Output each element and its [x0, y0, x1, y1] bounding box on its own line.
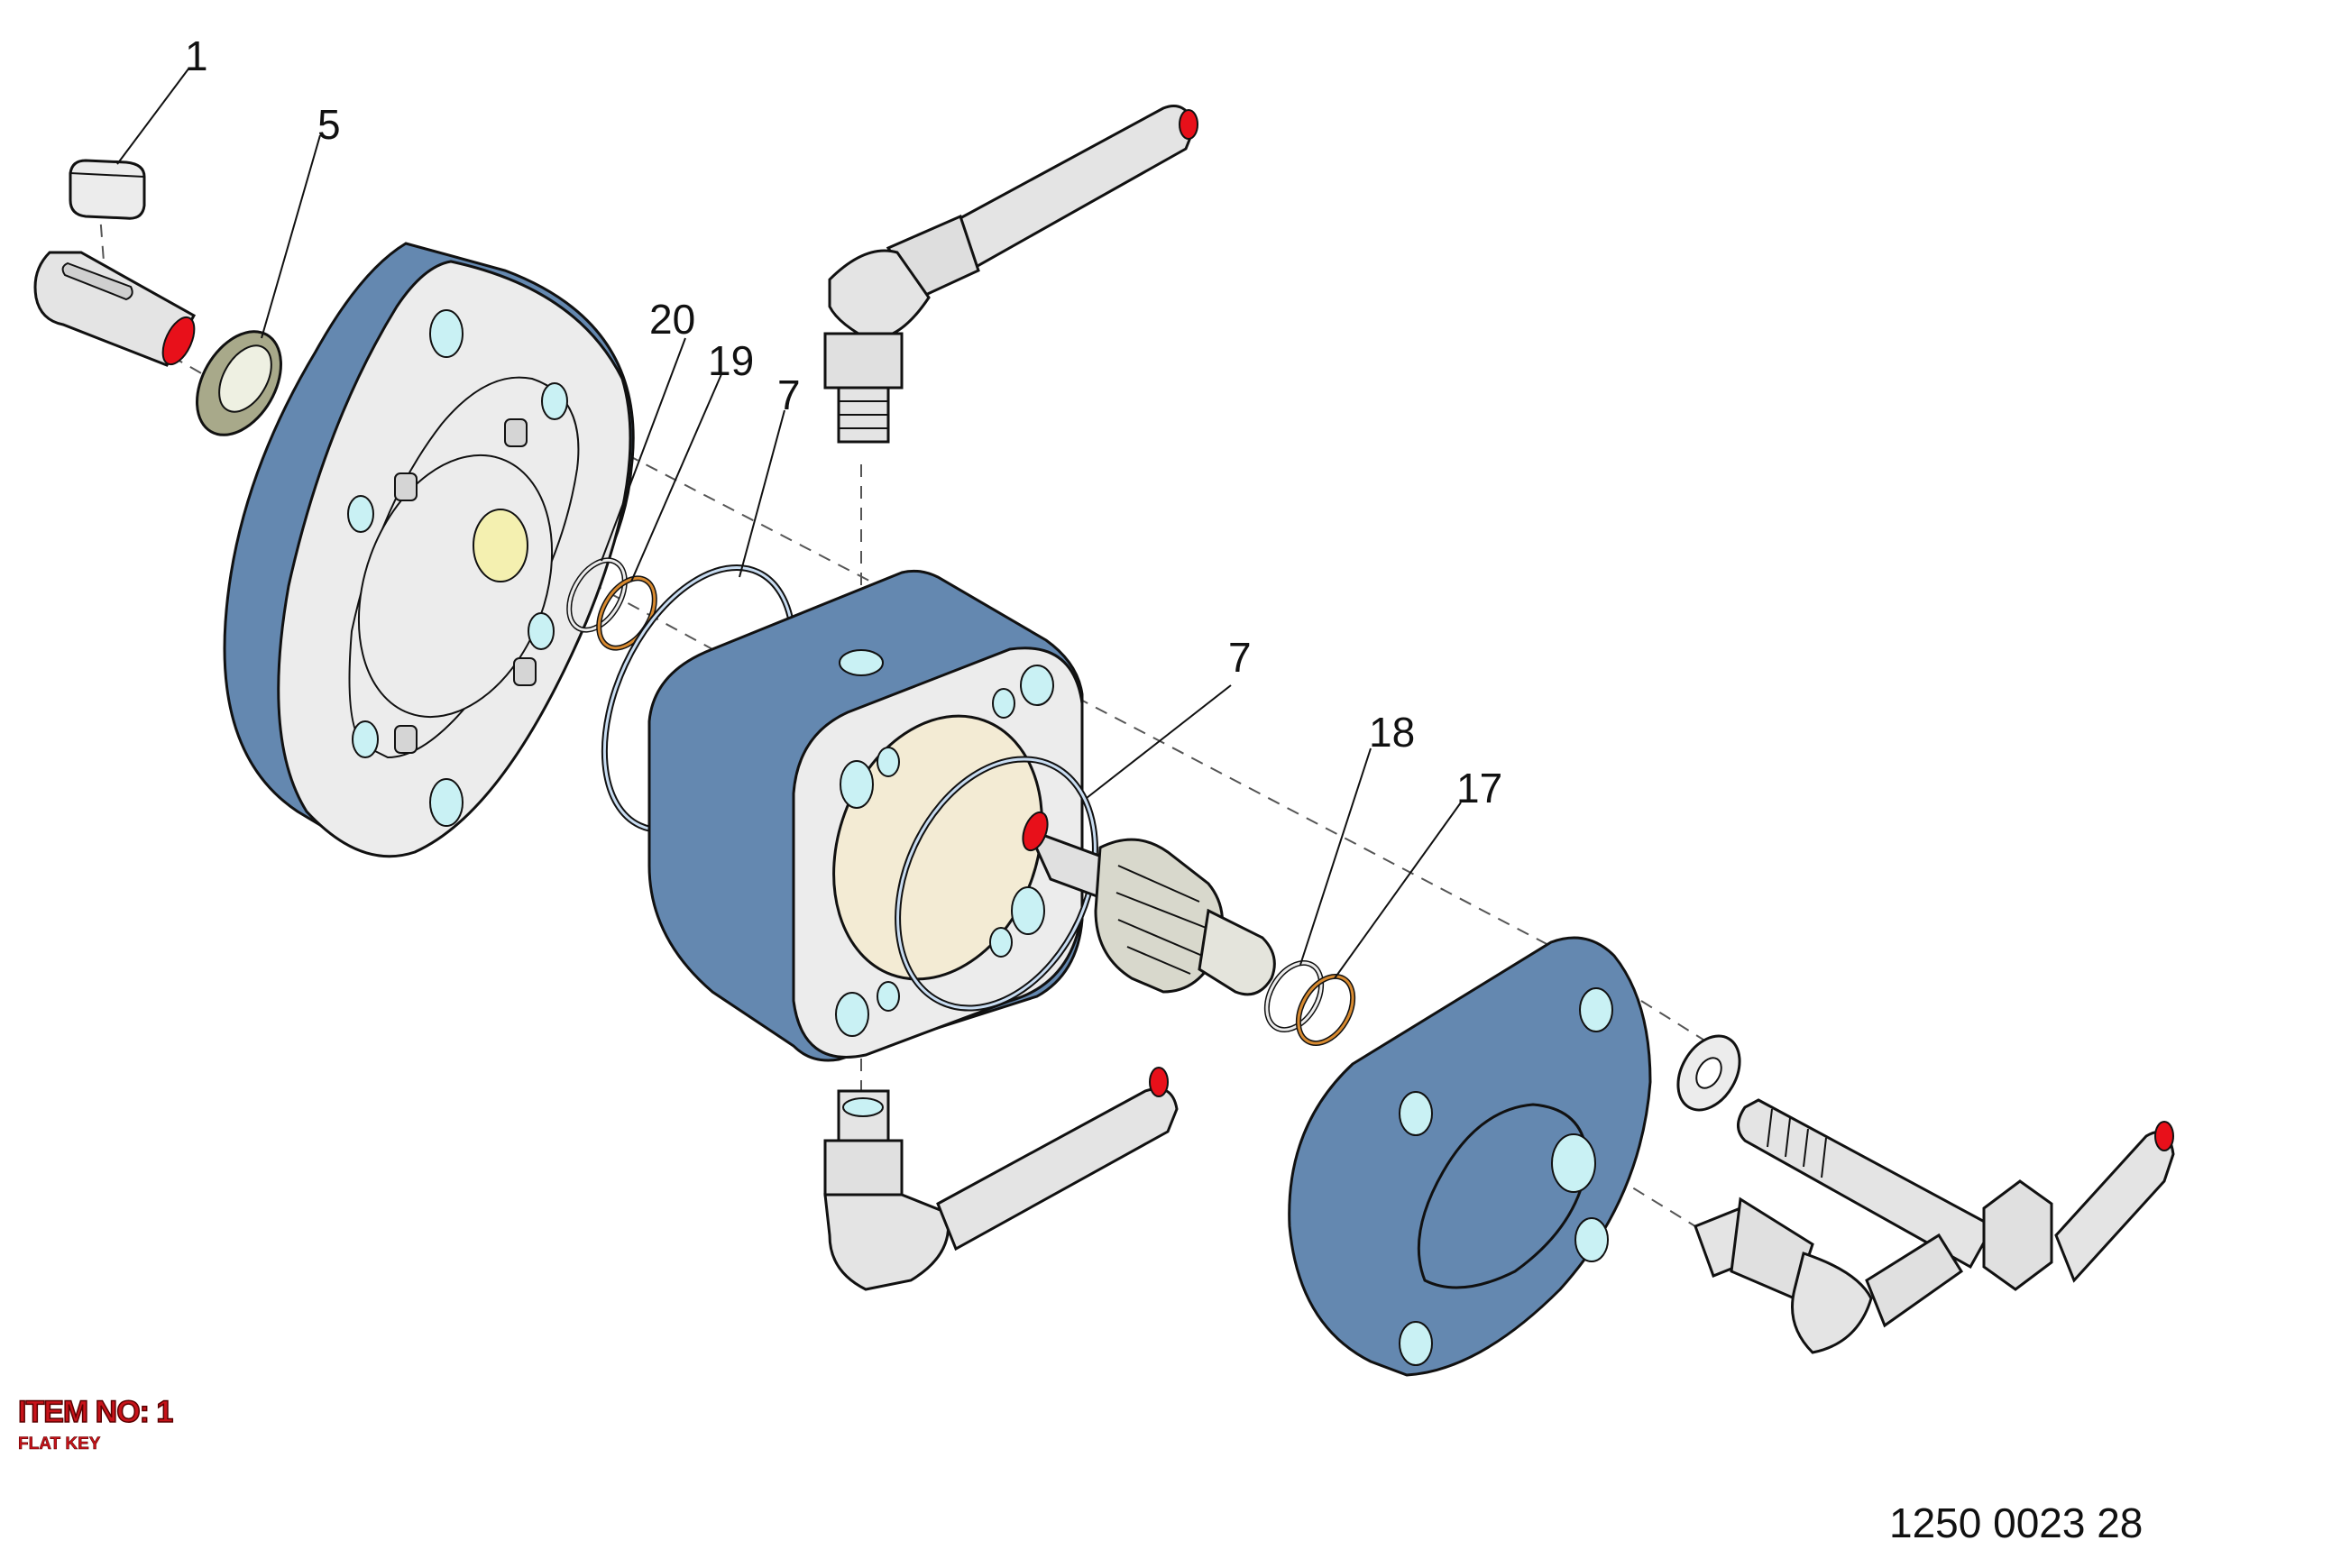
input-shaft-part: [33, 251, 197, 367]
hose-bottom-left: [823, 1067, 1179, 1291]
gear-housing-part: [647, 569, 1084, 1062]
small-rings: [566, 557, 657, 651]
callout-7-left: 7: [777, 371, 801, 418]
washer-and-bolt: [1676, 1034, 2053, 1291]
shaft-rings: [1263, 960, 1356, 1046]
callout-17: 17: [1456, 765, 1502, 812]
rear-cover-part: [1288, 936, 1652, 1377]
callout-1: 1: [185, 32, 208, 79]
drawing-number: 1250 0023 28: [1889, 1499, 2144, 1546]
callout-5: 5: [317, 101, 341, 148]
leader-lines: [116, 67, 1462, 979]
callout-19: 19: [708, 337, 754, 384]
callout-labels: 1 5 20 19 7 7 18 17: [185, 32, 1502, 812]
hose-top: [823, 105, 1198, 444]
callout-7-right: 7: [1228, 634, 1252, 681]
shaft-seal-part: [196, 330, 282, 436]
large-o-ring-right: [895, 756, 1098, 1012]
gear-shaft-part: [1022, 811, 1276, 996]
flat-key-part: [69, 159, 146, 220]
item-name-label: FLAT KEY: [18, 1435, 101, 1454]
callout-18: 18: [1369, 709, 1415, 756]
front-cover-part: [223, 242, 635, 858]
callout-20: 20: [649, 296, 695, 343]
hose-bottom-right: [1694, 1121, 2175, 1354]
item-number-label: ITEM NO: 1: [17, 1394, 174, 1430]
